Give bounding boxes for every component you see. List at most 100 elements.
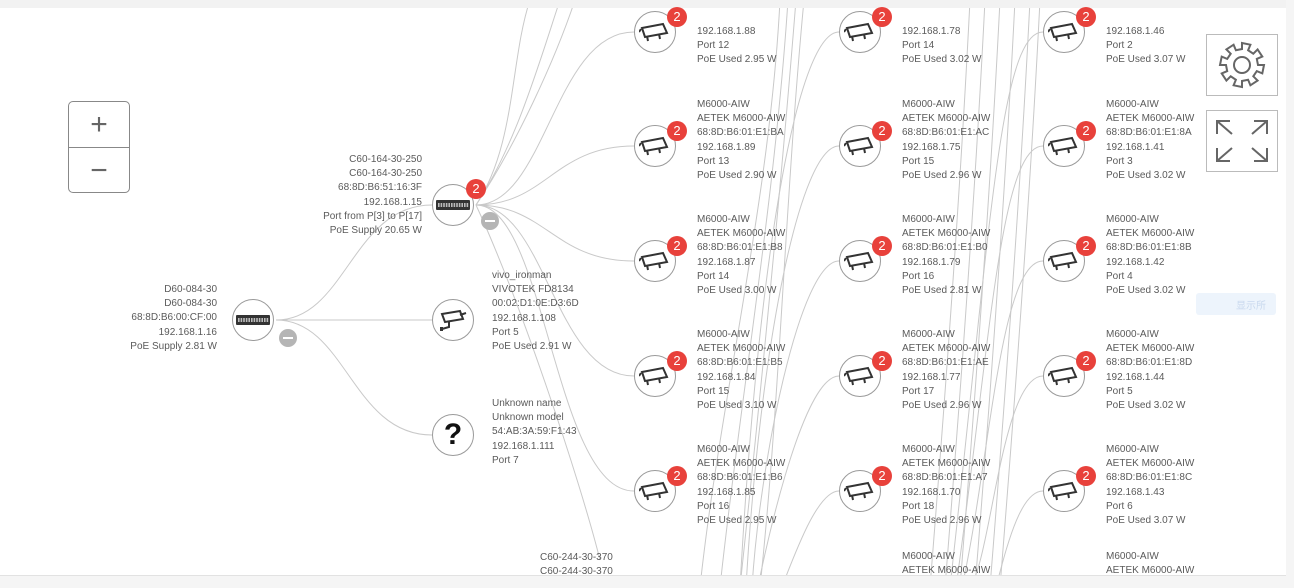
info-line: 00:02:D1:0E:D3:6D <box>492 298 579 310</box>
info-line: AETEK M6000-AIW <box>902 113 991 125</box>
info-line: 192.168.1.77 <box>902 371 961 383</box>
access-point-icon <box>1048 366 1078 386</box>
zoom-in-label: + <box>90 107 108 141</box>
info-line: 68:8D:B6:00:CF:00 <box>131 312 217 324</box>
access-point-node[interactable] <box>839 11 881 53</box>
access-point-node[interactable] <box>839 470 881 512</box>
access-point-icon <box>844 481 874 501</box>
info-line: AETEK M6000-AIW <box>697 458 786 470</box>
info-line: D60-084-30 <box>164 284 217 295</box>
info-line: 192.168.1.16 <box>158 326 217 338</box>
info-line: PoE Used 3.10 W <box>697 399 777 411</box>
access-point-alert-badge: 2 <box>872 351 892 371</box>
top-border <box>0 0 1294 8</box>
info-line: 192.168.1.46 <box>1106 26 1165 37</box>
info-line: AETEK M6000-AIW <box>1106 228 1195 240</box>
root-switch-collapse-button[interactable] <box>279 329 297 347</box>
info-line: AETEK M6000-AIW <box>1106 565 1195 577</box>
access-point-alert-badge: 2 <box>667 466 687 486</box>
access-point-alert-badge: 2 <box>667 7 687 27</box>
link-line <box>475 0 531 206</box>
access-point-icon <box>1048 136 1078 156</box>
info-line: Port 15 <box>902 155 935 167</box>
info-line: PoE Used 3.00 W <box>697 284 777 296</box>
link-line <box>959 0 1001 587</box>
info-line: Unknown model <box>492 412 564 424</box>
info-line: 68:8D:B6:01:E1:AE <box>902 357 989 369</box>
access-point-alert-badge: 2 <box>1076 466 1096 486</box>
info-line: M6000-AIW <box>697 214 750 225</box>
zoom-in-button[interactable]: + <box>69 102 129 147</box>
info-line: AETEK M6000-AIW <box>697 113 786 125</box>
link-line <box>757 375 840 587</box>
link-line <box>759 0 805 587</box>
access-point-icon <box>1048 481 1078 501</box>
zoom-control: + − <box>68 101 130 193</box>
info-line: M6000-AIW <box>697 99 750 110</box>
info-line: Port 5 <box>492 326 519 338</box>
access-point-icon <box>1048 22 1078 42</box>
info-line: 68:8D:B6:51:16:3F <box>338 182 422 194</box>
faded-display-button[interactable]: 显示所 <box>1196 293 1276 315</box>
unknown-device-node[interactable]: ? <box>432 414 474 456</box>
zoom-out-button[interactable]: − <box>69 148 129 193</box>
question-icon: ? <box>443 418 463 451</box>
zoom-out-label: − <box>90 153 108 187</box>
mid-switch-collapse-button[interactable] <box>481 212 499 230</box>
settings-button[interactable] <box>1206 34 1278 96</box>
info-line: 192.168.1.111 <box>492 440 555 452</box>
access-point-icon <box>639 366 669 386</box>
info-line: PoE Used 2.81 W <box>902 284 982 296</box>
info-line: Port 12 <box>697 40 730 52</box>
info-line: Port 2 <box>1106 40 1133 52</box>
info-line: Unknown name <box>492 398 562 409</box>
info-line: 192.168.1.89 <box>697 141 756 153</box>
link-line <box>999 0 1041 587</box>
info-line: AETEK M6000-AIW <box>1106 113 1195 125</box>
info-line: 192.168.1.42 <box>1106 256 1165 268</box>
camera-node[interactable] <box>432 299 474 341</box>
link-line <box>275 204 433 321</box>
right-scrollbar-track[interactable] <box>1286 0 1294 587</box>
info-line: PoE Used 2.95 W <box>697 514 777 526</box>
faded-display-label: 显示所 <box>1236 301 1266 312</box>
info-line: Port 15 <box>697 385 730 397</box>
root-switch-node[interactable] <box>232 299 274 341</box>
info-line: M6000-AIW <box>1106 551 1159 562</box>
link-line <box>275 319 433 436</box>
info-line: M6000-AIW <box>1106 99 1159 110</box>
info-line: C60-164-30-250 <box>349 154 422 165</box>
link-line <box>745 145 840 587</box>
link-line <box>961 260 1044 587</box>
info-line: C60-244-30-370 <box>540 552 613 563</box>
info-line: AETEK M6000-AIW <box>902 565 991 577</box>
info-line: VIVOTEK FD8134 <box>492 284 574 296</box>
info-line: M6000-AIW <box>1106 444 1159 455</box>
link-line <box>475 204 635 262</box>
info-line: Port 18 <box>902 500 935 512</box>
info-line: 192.168.1.41 <box>1106 141 1165 153</box>
link-line <box>949 31 1044 587</box>
zoom-divider <box>69 147 129 148</box>
info-line: PoE Used 3.02 W <box>1106 284 1186 296</box>
fullscreen-button[interactable] <box>1206 110 1278 172</box>
info-line: 54:AB:3A:59:F1:43 <box>492 426 577 438</box>
info-line: 68:8D:B6:01:E1:B6 <box>697 472 783 484</box>
access-point-icon <box>844 22 874 42</box>
info-line: M6000-AIW <box>902 214 955 225</box>
info-line: AETEK M6000-AIW <box>697 228 786 240</box>
access-point-node[interactable] <box>634 355 676 397</box>
access-point-info: M6000-AIW AETEK M6000-AIW <box>1106 550 1194 578</box>
info-line: M6000-AIW <box>1106 214 1159 225</box>
info-line: Port 4 <box>1106 270 1133 282</box>
info-line: Port 13 <box>697 155 730 167</box>
access-point-alert-badge: 2 <box>872 236 892 256</box>
